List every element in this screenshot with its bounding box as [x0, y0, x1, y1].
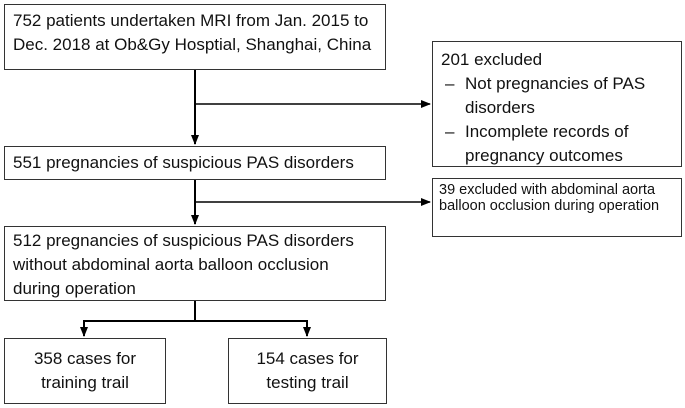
testing-box: 154 cases for testing trail — [228, 338, 387, 404]
excluded-39-text: 39 excluded with abdominal aorta balloon… — [439, 182, 660, 214]
excluded-201-reasons: – Not pregnancies of PAS disorders – Inc… — [441, 72, 673, 168]
training-text: 358 cases for training trail — [33, 349, 137, 392]
testing-text: 154 cases for testing trail — [256, 349, 359, 392]
excluded-201-title: 201 excluded — [441, 50, 543, 69]
dash-bullet-icon: – — [445, 74, 455, 93]
excluded-reason-text: Incomplete records of pregnancy outcomes — [465, 122, 629, 165]
without-balloon-text: 512 pregnancies of suspicious PAS disord… — [13, 231, 354, 298]
training-box: 358 cases for training trail — [4, 338, 166, 404]
dash-bullet-icon: – — [445, 122, 455, 141]
excluded-39-box: 39 excluded with abdominal aorta balloon… — [432, 178, 682, 237]
excluded-reason-item: – Not pregnancies of PAS disorders — [441, 72, 673, 120]
excluded-201-box: 201 excluded – Not pregnancies of PAS di… — [432, 41, 682, 167]
mri-patients-text: 752 patients undertaken MRI from Jan. 20… — [13, 11, 372, 54]
mri-patients-box: 752 patients undertaken MRI from Jan. 20… — [4, 4, 386, 70]
suspicious-pas-box: 551 pregnancies of suspicious PAS disord… — [4, 146, 386, 180]
suspicious-pas-text: 551 pregnancies of suspicious PAS disord… — [13, 153, 354, 172]
excluded-reason-item: – Incomplete records of pregnancy outcom… — [441, 120, 673, 168]
without-balloon-box: 512 pregnancies of suspicious PAS disord… — [4, 226, 386, 301]
excluded-reason-text: Not pregnancies of PAS disorders — [465, 74, 646, 117]
